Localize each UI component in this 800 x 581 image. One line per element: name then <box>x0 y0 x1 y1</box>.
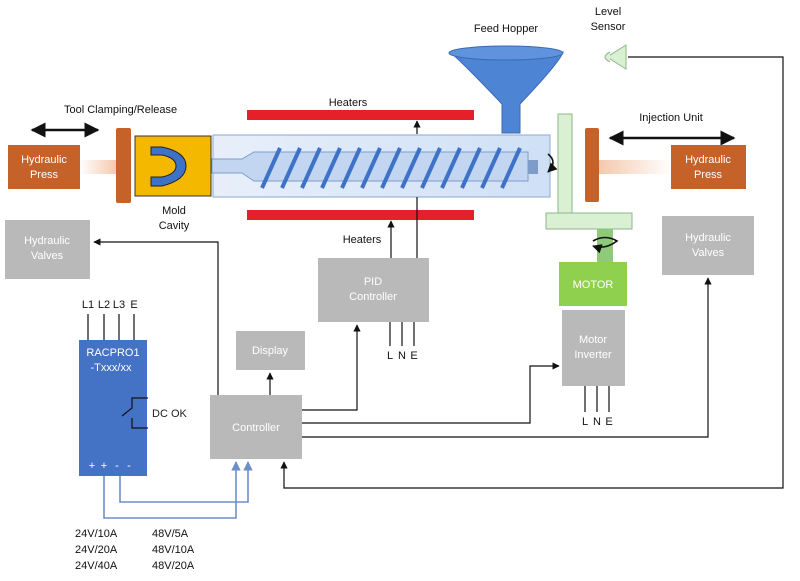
clamp-plate-right <box>585 128 599 202</box>
level-sensor-label-2: Sensor <box>591 21 626 33</box>
psu-output-3: - <box>115 460 119 472</box>
inverter-terminal-n: N <box>593 416 601 428</box>
heaters-bottom-label: Heaters <box>343 234 382 246</box>
motor-inverter-box <box>562 310 625 386</box>
pid-controller-box <box>318 258 429 322</box>
hydraulic-valves-left-label-1: Hydraulic <box>24 235 70 247</box>
hydraulic-valves-right-label-2: Valves <box>692 247 725 259</box>
psu-name-2: -Txxx/xx <box>91 362 132 374</box>
controller-box <box>210 395 302 459</box>
injection-frame-vertical <box>557 113 573 215</box>
rating-left-3: 24V/40A <box>75 560 118 572</box>
psu-output-4: - <box>127 460 131 472</box>
dc-ok-label-bg <box>148 402 190 424</box>
psu-output-1: + <box>89 460 95 472</box>
dc-ok-relay-icon <box>121 397 148 429</box>
hydraulic-valves-right <box>662 216 754 275</box>
pid-terminal-e: E <box>410 350 417 362</box>
hydraulic-valves-left-label-2: Valves <box>31 250 64 262</box>
mold-cavity-label-2: Cavity <box>159 220 190 232</box>
feed-hopper <box>448 51 564 134</box>
wire-level-sensor-to-controller <box>280 56 784 489</box>
injection-frame-horizontal <box>545 212 633 230</box>
psu-output-2: + <box>101 460 107 472</box>
screw-flights <box>260 147 522 189</box>
pid-controller-label-1: PID <box>364 276 382 288</box>
clamp-plate-left <box>116 128 131 203</box>
psu-positive-wire <box>103 461 241 519</box>
wire-controller-to-left-valves <box>93 238 219 395</box>
level-sensor-body <box>604 51 611 63</box>
mold-block <box>134 135 212 197</box>
heater-band-top <box>247 110 474 120</box>
pid-controller-label-2: Controller <box>349 291 397 303</box>
feed-hopper-label: Feed Hopper <box>474 23 539 35</box>
hydraulic-valves-left <box>5 220 90 279</box>
rating-right-3: 48V/20A <box>152 560 195 572</box>
motor-inverter-label-1: Motor <box>579 334 607 346</box>
hydraulic-press-right-label-1: Hydraulic <box>685 154 731 166</box>
feed-hopper-rim <box>448 45 564 61</box>
level-sensor-label-1: Level <box>595 6 621 18</box>
rating-left-1: 24V/10A <box>75 528 118 540</box>
psu-input-l1: L1 <box>82 299 94 311</box>
rating-right-1: 48V/5A <box>152 528 189 540</box>
hydraulic-valves-right-label-1: Hydraulic <box>685 232 731 244</box>
motor-box <box>559 262 627 306</box>
rotation-arrow-screw-icon <box>547 153 558 173</box>
controller-label: Controller <box>232 422 280 434</box>
hydraulic-press-right <box>671 145 746 189</box>
psu-input-l2: L2 <box>98 299 110 311</box>
inverter-terminal-l: L <box>582 416 588 428</box>
dc-ok-label: DC OK <box>152 408 188 420</box>
press-rod-left <box>80 160 116 174</box>
level-sensor <box>606 44 627 70</box>
psu-name-1: RACPRO1 <box>86 347 139 359</box>
rating-left-2: 24V/20A <box>75 544 118 556</box>
press-rod-right <box>599 160 671 174</box>
screw-end <box>528 160 538 174</box>
injection-unit-label: Injection Unit <box>639 112 703 124</box>
hydraulic-press-left-label-2: Press <box>30 169 59 181</box>
tool-clamping-label: Tool Clamping/Release <box>64 104 177 116</box>
power-supply-box <box>79 340 147 476</box>
motor-inverter-label-2: Inverter <box>574 349 612 361</box>
psu-negative-wire <box>119 461 253 503</box>
wire-controller-to-inverter <box>302 362 560 424</box>
pid-terminal-l: L <box>387 350 393 362</box>
hydraulic-press-left <box>8 145 80 189</box>
mold-cavity-label-1: Mold <box>162 205 186 217</box>
heaters-top-label: Heaters <box>329 97 368 109</box>
hydraulic-press-right-label-2: Press <box>694 169 723 181</box>
hydraulic-press-left-label-1: Hydraulic <box>21 154 67 166</box>
heater-band-bottom <box>247 210 474 220</box>
display-label: Display <box>252 345 289 357</box>
wire-controller-to-right-valves <box>302 277 712 438</box>
motor-label: MOTOR <box>573 279 614 291</box>
psu-input-l3: L3 <box>113 299 125 311</box>
inverter-terminal-e: E <box>605 416 612 428</box>
rotation-arrow-shaft-icon <box>592 236 619 254</box>
mold-cavity-shape <box>150 146 187 187</box>
wire-controller-to-pid <box>302 324 361 411</box>
pid-terminal-n: N <box>398 350 406 362</box>
psu-input-e: E <box>130 299 137 311</box>
display-box <box>236 331 305 370</box>
rating-right-2: 48V/10A <box>152 544 195 556</box>
